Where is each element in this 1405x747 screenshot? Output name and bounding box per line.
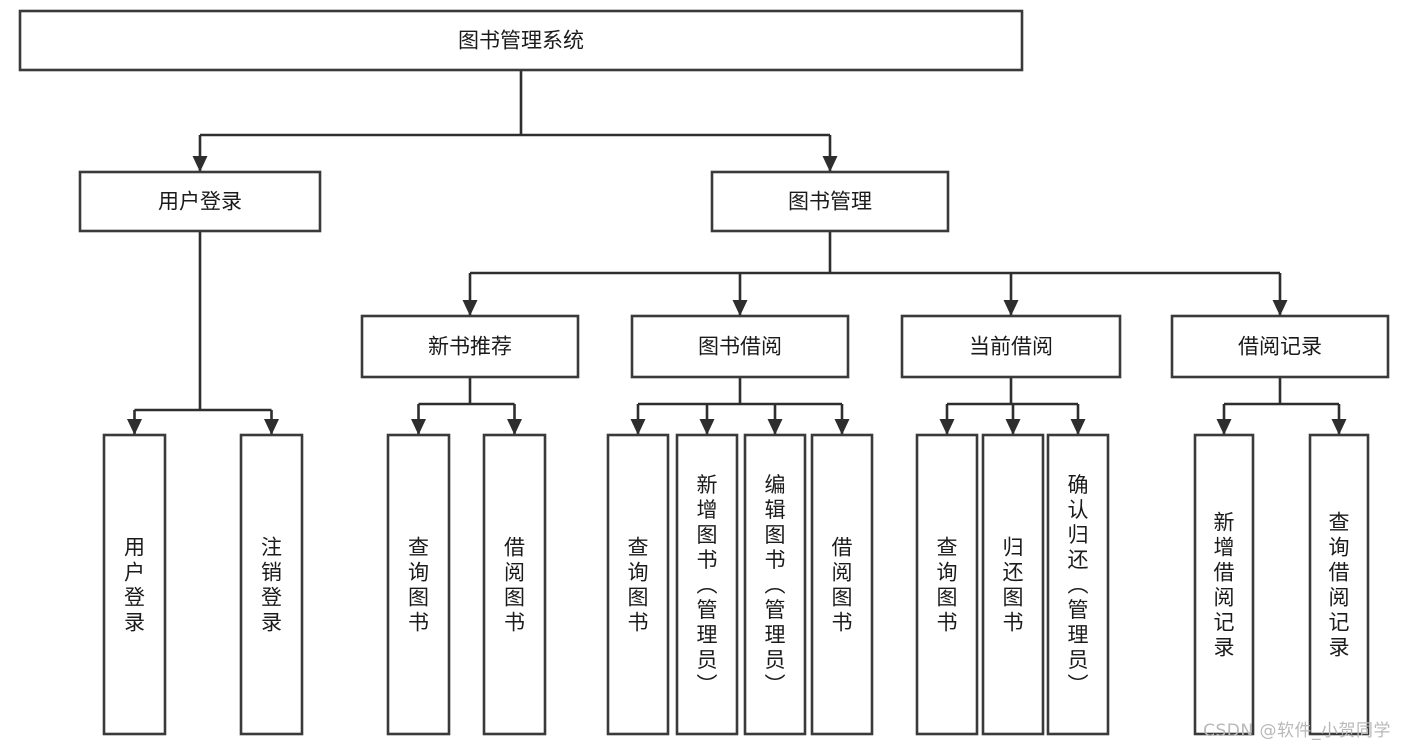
node-label: 当前借阅 <box>969 335 1053 359</box>
node-box <box>630 314 850 379</box>
leaf-node-编辑图书管理员[interactable]: 编辑图书︵管理员︶ <box>743 433 807 736</box>
leaf-node-查询借阅记录[interactable]: 查询借阅记录 <box>1308 433 1370 736</box>
node-label: 图书管理系统 <box>458 29 584 53</box>
arrow-head-icon <box>1331 419 1347 435</box>
node-box <box>360 314 580 379</box>
node-box <box>102 433 167 736</box>
leaf-node-新增借阅记录[interactable]: 新增借阅记录 <box>1193 433 1255 736</box>
csdn-watermark: CSDN @软件_小贺同学 <box>1203 721 1391 741</box>
leaf-node-查询图书[interactable]: 查询图书 <box>386 433 451 736</box>
node-box <box>743 433 807 736</box>
leaf-node-查询图书[interactable]: 查询图书 <box>915 433 979 736</box>
arrow-head-icon <box>127 419 142 435</box>
node-box <box>1308 433 1370 736</box>
connector-group-用户登录 <box>127 231 279 435</box>
node-label: 图书借阅 <box>698 335 782 359</box>
arrow-head-icon <box>192 156 208 172</box>
node-layer: 图书管理系统用户登录图书管理新书推荐图书借阅当前借阅借阅记录用户登录注销登录查询… <box>18 9 1390 736</box>
connector-group-图书管理 <box>462 231 1288 316</box>
leaf-node-注销登录[interactable]: 注销登录 <box>239 433 304 736</box>
connector-layer <box>127 70 1347 435</box>
node-label: 查询借阅记录 <box>1329 511 1350 660</box>
node-box <box>675 433 739 736</box>
arrow-head-icon <box>1005 419 1021 435</box>
arrow-head-icon <box>1216 419 1232 435</box>
node-box <box>900 314 1122 379</box>
level2-node-图书管理[interactable]: 图书管理 <box>710 170 950 233</box>
connector-group-借阅记录 <box>1216 377 1347 435</box>
node-label: 新增图书︵管理员︶ <box>697 473 718 697</box>
arrow-head-icon <box>699 419 715 435</box>
node-label: 新增借阅记录 <box>1214 511 1235 660</box>
arrow-head-icon <box>939 419 955 435</box>
node-label: 确认归还︵管理员︶ <box>1068 473 1089 697</box>
node-box <box>606 433 670 736</box>
arrow-head-icon <box>507 419 522 435</box>
node-label: 借阅图书 <box>832 536 853 635</box>
node-box <box>981 433 1045 736</box>
level2-node-用户登录[interactable]: 用户登录 <box>78 170 322 233</box>
node-label: 归还图书 <box>1003 536 1024 635</box>
node-label: 查询图书 <box>628 536 649 635</box>
node-label: 借阅记录 <box>1238 335 1322 359</box>
arrow-head-icon <box>1070 419 1086 435</box>
node-box <box>810 433 874 736</box>
level3-node-新书推荐[interactable]: 新书推荐 <box>360 314 580 379</box>
arrow-head-icon <box>630 419 646 435</box>
level3-node-借阅记录[interactable]: 借阅记录 <box>1170 314 1390 379</box>
arrow-head-icon <box>1003 300 1019 316</box>
node-box <box>710 170 950 233</box>
node-box <box>386 433 451 736</box>
node-label: 借阅图书 <box>504 536 525 635</box>
node-box <box>482 433 547 736</box>
connector-group-当前借阅 <box>939 377 1086 435</box>
node-label: 图书管理 <box>788 190 872 214</box>
leaf-node-用户登录[interactable]: 用户登录 <box>102 433 167 736</box>
arrow-head-icon <box>732 300 748 316</box>
node-box <box>1046 433 1110 736</box>
node-box <box>239 433 304 736</box>
arrow-head-icon <box>264 419 279 435</box>
leaf-node-归还图书[interactable]: 归还图书 <box>981 433 1045 736</box>
node-box <box>1193 433 1255 736</box>
node-box <box>18 9 1024 72</box>
connector-group-图书借阅 <box>630 377 850 435</box>
level3-node-图书借阅[interactable]: 图书借阅 <box>630 314 850 379</box>
node-label: 用户登录 <box>124 536 145 635</box>
leaf-node-查询图书[interactable]: 查询图书 <box>606 433 670 736</box>
node-label: 查询图书 <box>408 536 429 635</box>
leaf-node-借阅图书[interactable]: 借阅图书 <box>482 433 547 736</box>
arrow-head-icon <box>411 419 426 435</box>
node-box <box>915 433 979 736</box>
arrow-head-icon <box>462 300 478 316</box>
connector-group-新书推荐 <box>411 377 522 435</box>
node-label: 用户登录 <box>158 190 242 214</box>
arrow-head-icon <box>834 419 850 435</box>
arrow-head-icon <box>1272 300 1288 316</box>
connector-group-图书管理系统 <box>192 70 838 172</box>
level3-node-当前借阅[interactable]: 当前借阅 <box>900 314 1122 379</box>
node-label: 编辑图书︵管理员︶ <box>765 473 786 697</box>
node-label: 查询图书 <box>937 536 958 635</box>
node-box <box>1170 314 1390 379</box>
arrow-head-icon <box>767 419 783 435</box>
leaf-node-借阅图书[interactable]: 借阅图书 <box>810 433 874 736</box>
node-label: 新书推荐 <box>428 335 512 359</box>
leaf-node-确认归还管理员[interactable]: 确认归还︵管理员︶ <box>1046 433 1110 736</box>
node-box <box>78 170 322 233</box>
root-node-图书管理系统[interactable]: 图书管理系统 <box>18 9 1024 72</box>
leaf-node-新增图书管理员[interactable]: 新增图书︵管理员︶ <box>675 433 739 736</box>
node-label: 注销登录 <box>261 536 282 635</box>
arrow-head-icon <box>822 156 838 172</box>
